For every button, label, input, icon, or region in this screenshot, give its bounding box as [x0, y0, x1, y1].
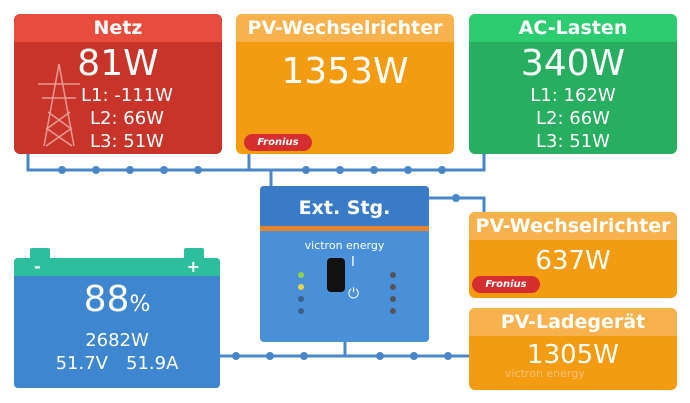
- led-mains-icon: [298, 272, 304, 278]
- battery-soc-unit: %: [129, 292, 151, 317]
- battery-minus-label: -: [34, 258, 41, 276]
- battery-current: 51.9A: [126, 353, 179, 374]
- battery-soc: 88: [83, 279, 130, 320]
- pv-charger-power: 1305W: [527, 340, 619, 370]
- led-1-icon: [390, 272, 396, 278]
- fronius-logo: Fronius: [472, 276, 540, 293]
- led-3-icon: [390, 296, 396, 302]
- grid-title: Netz: [14, 14, 222, 42]
- pv-inverter-top-power: 1353W: [281, 51, 409, 92]
- ac-loads-l2: L2: 66W: [536, 108, 610, 129]
- pv-charger-title: PV-Ladegerät: [469, 308, 677, 336]
- battery-plus-label: +: [186, 258, 200, 276]
- switch-on-label: I: [351, 255, 355, 270]
- external-control-title: Ext. Stg.: [260, 186, 429, 231]
- battery-terminal-negative: [30, 248, 50, 258]
- grid-l1: L1: -111W: [81, 85, 173, 106]
- grid-power: 81W: [77, 43, 159, 84]
- power-pylon-icon: [38, 63, 80, 147]
- ac-loads-title: AC-Lasten: [469, 14, 677, 42]
- ac-loads-card[interactable]: AC-Lasten 340W L1: 162W L2: 66W L3: 51W: [469, 14, 677, 154]
- led-float-icon: [298, 308, 304, 314]
- power-icon: ⏻: [348, 286, 360, 302]
- battery-voltage: 51.7V: [55, 353, 108, 374]
- grid-l2: L2: 66W: [90, 108, 164, 129]
- fronius-logo: Fronius: [244, 134, 312, 151]
- ac-loads-power: 340W: [520, 43, 626, 84]
- led-4-icon: [390, 308, 396, 314]
- led-2-icon: [390, 284, 396, 290]
- ac-loads-l3: L3: 51W: [536, 131, 610, 152]
- pv-inverter-top-card[interactable]: PV-Wechselrichter 1353W: [236, 14, 454, 154]
- led-absorption-icon: [298, 296, 304, 302]
- mode-switch[interactable]: [327, 258, 345, 292]
- pv-inverter-right-power: 637W: [535, 246, 611, 276]
- battery-card[interactable]: - + 88% 2682W 51.7V 51.9A: [14, 258, 220, 388]
- pv-inverter-top-title: PV-Wechselrichter: [236, 14, 454, 42]
- led-inverter-icon: [298, 284, 304, 290]
- victron-watermark-logo: victron energy: [505, 367, 585, 380]
- grid-l3: L3: 51W: [90, 131, 164, 152]
- pv-inverter-right-title: PV-Wechselrichter: [469, 212, 677, 240]
- battery-power: 2682W: [85, 330, 149, 351]
- pv-charger-card[interactable]: PV-Ladegerät 1305W: [469, 308, 677, 390]
- victron-logo: victron energy: [304, 239, 385, 252]
- ac-loads-l1: L1: 162W: [530, 85, 616, 106]
- battery-terminal-positive: [184, 248, 204, 258]
- grid-card[interactable]: Netz 81W L1: -111W L2: 66W L3: 51W: [14, 14, 222, 154]
